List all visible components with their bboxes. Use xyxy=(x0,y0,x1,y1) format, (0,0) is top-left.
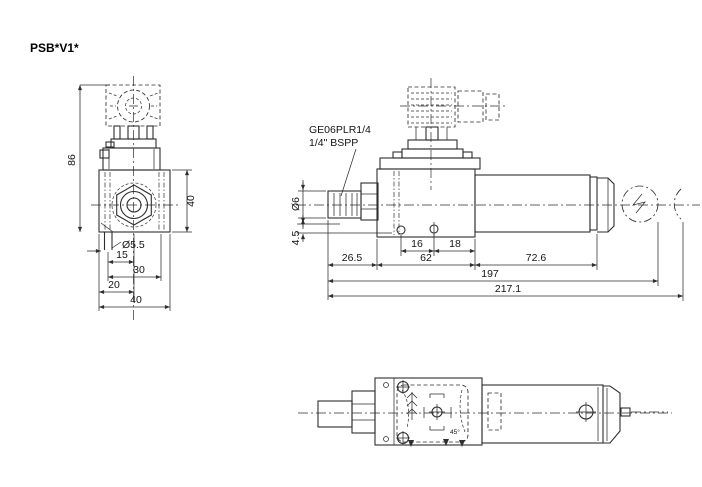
dim-text-4-5: 4.5 xyxy=(290,231,302,246)
dim-text-16: 16 xyxy=(411,238,423,250)
dim-text-dia55: Ø5.5 xyxy=(122,239,145,251)
dim-text-197: 197 xyxy=(481,268,499,280)
inlet-fitting-side xyxy=(327,182,379,221)
front-view: 86 40 Ø5.5 15 30 20 xyxy=(66,76,197,322)
page-title: PSB*V1* xyxy=(30,41,79,55)
solenoid-front xyxy=(99,125,161,171)
dim-text-217-1: 217.1 xyxy=(495,283,521,295)
dim-text-18: 18 xyxy=(449,238,461,250)
inlet-fitting-bottom xyxy=(317,390,376,434)
front-bottom-dimensions: 15 30 20 40 xyxy=(98,234,171,311)
hidden-feature xyxy=(487,392,502,431)
dim-text-30: 30 xyxy=(133,264,145,276)
solenoid-tube-bottom xyxy=(481,384,668,444)
fitting-hex-nut xyxy=(351,390,376,434)
dimension-dia6: Ø6 xyxy=(290,180,326,229)
side-bottom-dimensions: 16 18 26.5 62 72.6 197 217.1 xyxy=(327,220,684,301)
angle-note: 45° xyxy=(450,428,460,436)
fitting-label-line1: GE06PLR1/4 xyxy=(309,124,371,136)
override-knob-phantom xyxy=(621,185,682,223)
dim-text-62: 62 xyxy=(420,252,432,264)
override-pin xyxy=(620,407,631,417)
bottom-view: 45° xyxy=(298,377,672,447)
dimension-86: 86 xyxy=(66,84,110,233)
connector-body xyxy=(457,90,484,123)
din-connector-side xyxy=(407,86,500,128)
side-view: GE06PLR1/4 1/4" BSPP Ø6 4.5 xyxy=(290,78,700,301)
valve-body-bottom xyxy=(374,377,483,446)
din-connector-front xyxy=(105,84,161,127)
solenoid-tube-side xyxy=(474,174,615,233)
connector-footprint-hidden: 45° xyxy=(396,384,469,447)
fitting-label-line2: 1/4" BSPP xyxy=(309,137,358,149)
dimension-4-5: 4.5 xyxy=(290,215,392,245)
dim-text-72-6: 72.6 xyxy=(526,252,547,264)
dim-text-26-5: 26.5 xyxy=(342,252,363,264)
valve-body-side xyxy=(376,168,476,238)
mounting-hole-front xyxy=(103,232,113,250)
dimension-40-side: 40 xyxy=(172,169,197,233)
dim-text-15: 15 xyxy=(116,249,128,261)
dim-text-dia6: Ø6 xyxy=(290,197,302,211)
fitting-hex-nut xyxy=(360,182,379,221)
center-screw xyxy=(423,393,452,431)
tube-hole xyxy=(576,402,596,422)
mounting-hole xyxy=(396,225,406,235)
dim-text-40-side: 40 xyxy=(185,195,197,207)
cable-entry-symbol xyxy=(406,392,418,420)
dim-text-40-bottom: 40 xyxy=(130,294,142,306)
dim-text-20: 20 xyxy=(108,279,120,291)
solenoid-coil-side xyxy=(379,126,481,170)
override-symbol xyxy=(631,193,647,214)
rotation-arrow xyxy=(459,440,465,447)
cable-gland xyxy=(485,93,500,121)
angle-arrow xyxy=(443,439,449,446)
rotation-arrow xyxy=(408,440,414,447)
hex-port-fitting-front xyxy=(111,182,157,228)
mounting-screw xyxy=(396,380,410,394)
port-fitting-label: GE06PLR1/4 1/4" BSPP xyxy=(309,124,371,197)
mounting-screw xyxy=(396,431,410,445)
dim-text-86: 86 xyxy=(66,154,78,166)
valve-body-front xyxy=(98,169,171,233)
